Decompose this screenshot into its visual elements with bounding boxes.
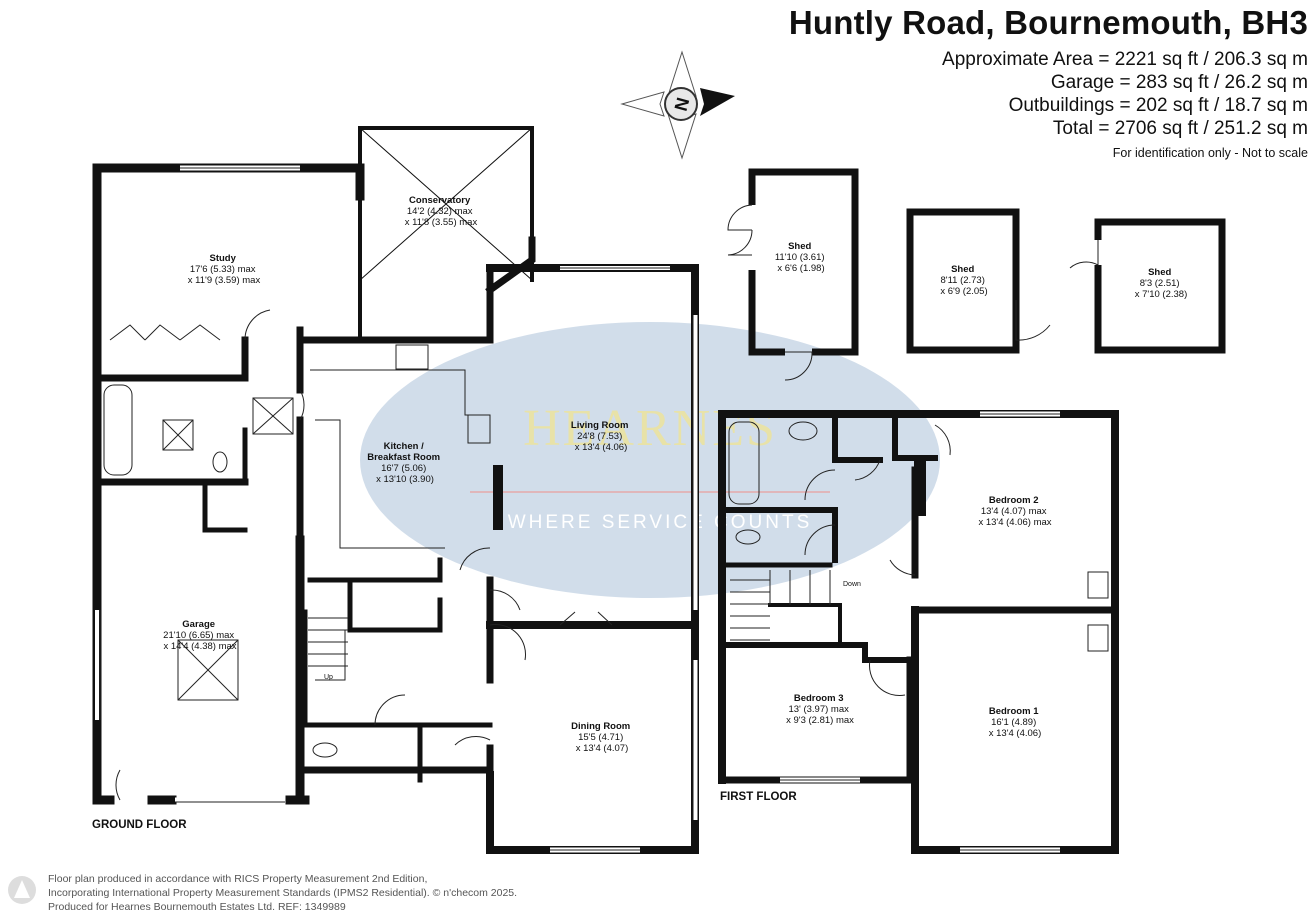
bedroom-3-dim-2: x 9'3 (2.81) max: [786, 715, 854, 726]
living-room-label: Living Room 24'8 (7.53) x 13'4 (4.06): [571, 420, 631, 453]
shed-1-dim-2: x 6'6 (1.98): [777, 263, 824, 274]
first-floor-label: FIRST FLOOR: [720, 791, 797, 803]
shed-3-dim-2: x 7'10 (2.38): [1135, 289, 1188, 300]
hearnes-watermark: HEARNES WHERE SERVICE COUNTS: [360, 322, 940, 598]
north-compass-icon: N: [620, 50, 735, 160]
living-dim-2: x 13'4 (4.06): [575, 442, 628, 453]
shed-2-dim-2: x 6'9 (2.05): [940, 286, 987, 297]
bedroom-1-label: Bedroom 1 16'1 (4.89) x 13'4 (4.06): [989, 706, 1042, 739]
wc-toilet-icon: [312, 742, 338, 758]
shed-3-label: Shed 8'3 (2.51) x 7'10 (2.38): [1135, 267, 1188, 300]
nichecom-logo: [8, 876, 36, 904]
footer-line-3: Produced for Hearnes Bournemouth Estates…: [48, 901, 346, 913]
hob-icon: [467, 414, 491, 444]
stairs-down-label: Down: [843, 581, 861, 588]
kitchen-label: Kitchen / Breakfast Room 16'7 (5.06) x 1…: [367, 441, 443, 485]
study-dim-1: 17'6 (5.33) max: [190, 264, 256, 275]
kitchen-name: Kitchen /: [384, 441, 424, 452]
conservatory-label: Conservatory 14'2 (4.32) max x 11'8 (3.5…: [405, 195, 478, 228]
footer-line-1: Floor plan produced in accordance with R…: [48, 873, 428, 885]
footer-line-2: Incorporating International Property Mea…: [48, 887, 518, 899]
living-name: Living Room: [571, 420, 629, 431]
shed-3-dim-1: 8'3 (2.51): [1140, 278, 1180, 289]
bedroom-2-dim-2: x 13'4 (4.06) max: [978, 517, 1051, 528]
living-dim-1: 24'8 (7.53): [577, 431, 622, 442]
shed-2-label: Shed 8'11 (2.73) x 6'9 (2.05): [940, 264, 987, 297]
garage-skylight-icon: [177, 639, 239, 701]
property-title: Huntly Road, Bournemouth, BH3: [788, 4, 1308, 41]
conservatory-dim-2: x 11'8 (3.55) max: [405, 217, 478, 228]
first-stairs-icon: [730, 570, 831, 641]
shed-1-dim-1: 11'10 (3.61): [775, 252, 825, 263]
shed-1-label: Shed 11'10 (3.61) x 6'6 (1.98): [775, 241, 827, 274]
outbuildings-area: Outbuildings = 202 sq ft / 18.7 sq m: [1008, 95, 1308, 116]
dining-name: Dining Room: [571, 721, 630, 732]
watermark-tagline: WHERE SERVICE COUNTS: [508, 512, 813, 533]
ground-floor-walls: [92, 126, 699, 854]
first-bathtub-icon: [728, 421, 760, 505]
study-label: Study 17'6 (5.33) max x 11'9 (3.59) max: [188, 253, 261, 286]
bedroom-2-dim-1: 13'4 (4.07) max: [981, 506, 1047, 517]
bedroom-3-dim-1: 13' (3.97) max: [788, 704, 849, 715]
shed-3-name: Shed: [1148, 267, 1171, 278]
garage-dim-2: x 14'4 (4.38) max: [163, 641, 236, 652]
garage-area: Garage = 283 sq ft / 26.2 sq m: [1050, 72, 1308, 93]
first-floor-fixtures: [728, 411, 1109, 853]
basin-icon-bed1: [1087, 624, 1109, 652]
kitchen-dim-1: 16'7 (5.06): [381, 463, 426, 474]
dining-room-label: Dining Room 15'5 (4.71) x 13'4 (4.07): [571, 721, 633, 754]
bathtub-icon: [103, 384, 133, 476]
dining-dim-1: 15'5 (4.71): [578, 732, 623, 743]
total-area: Total = 2706 sq ft / 251.2 sq m: [1052, 118, 1308, 139]
shed-1-name: Shed: [788, 241, 811, 252]
bedroom-2-label: Bedroom 2 13'4 (4.07) max x 13'4 (4.06) …: [978, 495, 1051, 528]
shed-walls: [748, 168, 1226, 356]
conservatory-dim-1: 14'2 (4.32) max: [407, 206, 473, 217]
bedroom-1-dim-2: x 13'4 (4.06): [989, 728, 1042, 739]
basin-icon-bed2: [1087, 571, 1109, 599]
garage-label: Garage 21'10 (6.65) max x 14'4 (4.38) ma…: [163, 619, 237, 652]
stairs-up-label: Up: [324, 674, 333, 681]
first-toilet-icon: [735, 529, 761, 545]
garage-name: Garage: [182, 619, 215, 630]
kitchen-dim-2: x 13'10 (3.90): [376, 474, 434, 485]
shed-2-name: Shed: [951, 264, 974, 275]
skylight-icon: [162, 419, 194, 451]
ground-floor-label: GROUND FLOOR: [92, 819, 187, 831]
ground-stairs-icon: [308, 617, 348, 667]
skylight-icon-hall: [252, 397, 294, 435]
first-floor-walls: [718, 410, 1119, 854]
watermark-brand: HEARNES: [523, 400, 777, 457]
shed-doors: [727, 204, 1099, 381]
sink-icon: [395, 344, 429, 370]
study-name: Study: [209, 253, 236, 264]
study-dim-2: x 11'9 (3.59) max: [188, 275, 261, 286]
shed-2-dim-1: 8'11 (2.73): [940, 275, 984, 286]
basin-icon: [788, 421, 818, 441]
garage-dim-1: 21'10 (6.65) max: [163, 630, 234, 641]
dining-dim-2: x 13'4 (4.07): [576, 743, 629, 754]
kitchen-name-2: Breakfast Room: [367, 452, 440, 463]
scale-disclaimer: For identification only - Not to scale: [1112, 146, 1308, 160]
bedroom-3-label: Bedroom 3 13' (3.97) max x 9'3 (2.81) ma…: [786, 693, 854, 726]
compass-n-label: N: [671, 95, 694, 113]
bedroom-1-dim-1: 16'1 (4.89): [991, 717, 1036, 728]
toilet-icon: [212, 451, 228, 473]
bedroom-3-name: Bedroom 3: [794, 693, 844, 704]
approximate-area: Approximate Area = 2221 sq ft / 206.3 sq…: [942, 49, 1308, 70]
bedroom-1-name: Bedroom 1: [989, 706, 1039, 717]
conservatory-name: Conservatory: [409, 195, 471, 206]
bedroom-2-name: Bedroom 2: [989, 495, 1039, 506]
ground-floor-fixtures: [95, 165, 698, 853]
